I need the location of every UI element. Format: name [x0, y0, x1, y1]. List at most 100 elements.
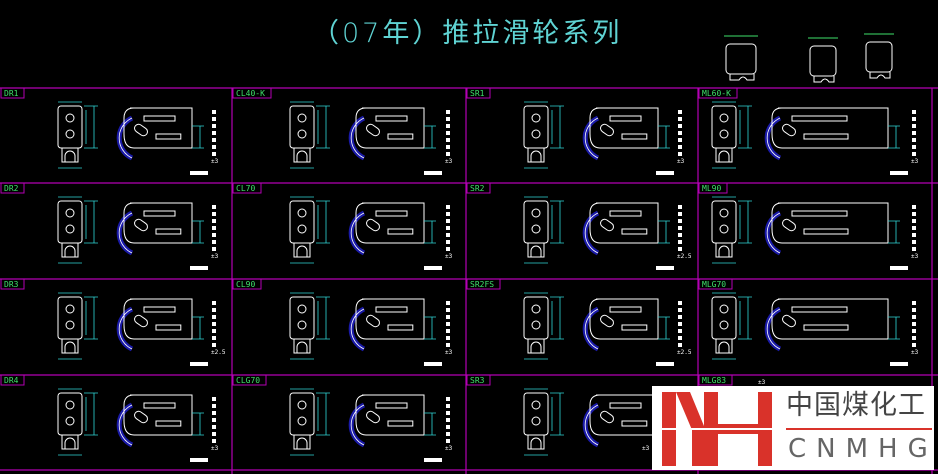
scale-tick	[912, 145, 916, 149]
adjust-cam	[782, 218, 796, 232]
scale-tick	[446, 138, 450, 142]
cell-label: DR3	[4, 280, 19, 289]
dimension-lines	[192, 125, 204, 149]
wheel-groove	[293, 339, 311, 354]
side-view-body	[355, 107, 425, 149]
adjust-cam	[134, 410, 148, 424]
mounting-hole	[297, 304, 307, 314]
scale-tick	[212, 117, 216, 121]
cell-label: CL90	[236, 280, 255, 289]
side-view-body	[123, 107, 193, 149]
profile-view-1	[724, 35, 758, 81]
scale-tick	[678, 240, 682, 244]
dimension-lines	[290, 292, 330, 360]
front-view-body	[711, 200, 737, 244]
scale-tick	[212, 404, 216, 408]
dimension-lines	[192, 220, 204, 244]
dimension-lines	[290, 196, 330, 264]
scale-tick	[212, 397, 216, 401]
scale-tick	[212, 439, 216, 443]
scale-tick	[678, 152, 682, 156]
wheel-groove	[527, 339, 545, 354]
scale-tick	[212, 432, 216, 436]
wheel-outline	[584, 212, 599, 254]
wheel-outline	[350, 404, 365, 446]
cell-label-box	[466, 87, 491, 99]
wheel-groove	[293, 243, 311, 258]
adjust-cam	[600, 123, 614, 137]
scale-tick	[678, 308, 682, 312]
side-view-body	[355, 202, 425, 244]
scale-tick	[678, 145, 682, 149]
scale-tick	[212, 145, 216, 149]
cell-clg70: CLG70±3	[232, 374, 453, 462]
wheel	[116, 115, 134, 161]
wheel-outline	[584, 308, 599, 350]
mounting-hole	[297, 224, 307, 234]
dimension-lines	[524, 196, 564, 264]
wheel-groove	[527, 148, 545, 163]
cell-label-box	[232, 278, 262, 290]
cell-label: CLG70	[236, 376, 260, 385]
dimension-lines	[424, 125, 436, 149]
scale-tick	[912, 322, 916, 326]
cell-ml90: ML90±3	[698, 182, 919, 270]
cell-dr4: DR4±3	[0, 374, 219, 462]
logo-chinese-text: 中国煤化工	[786, 390, 926, 421]
slot	[387, 324, 414, 331]
mounting-hole	[297, 400, 307, 410]
wheel	[764, 115, 782, 161]
scale-tick	[446, 439, 450, 443]
side-view-body	[355, 394, 425, 436]
tolerance-label: ±3	[911, 349, 919, 356]
scale-tick	[912, 247, 916, 251]
profile-view-3	[864, 33, 894, 79]
slot	[155, 324, 182, 331]
adjust-cam	[366, 123, 380, 137]
scale-tick	[446, 212, 450, 216]
slot	[803, 133, 849, 140]
side-view-body	[771, 202, 889, 244]
front-view-body	[523, 296, 549, 340]
scale-tick	[678, 124, 682, 128]
mounting-hole	[531, 208, 541, 218]
tolerance-label: ±3	[211, 158, 219, 165]
adjust-cam	[366, 218, 380, 232]
side-view-body	[123, 298, 193, 340]
mounting-hole	[719, 208, 729, 218]
adjust-cam	[366, 314, 380, 328]
slot	[155, 420, 182, 427]
slot	[143, 306, 176, 313]
scale-tick	[446, 432, 450, 436]
profile-view-2	[808, 37, 838, 83]
slot	[621, 228, 648, 235]
scale-tick	[446, 418, 450, 422]
dimension-lines	[658, 220, 670, 244]
cell-label-box	[0, 182, 25, 194]
cell-label-box	[232, 374, 267, 386]
scale-tick	[446, 336, 450, 340]
scale-tick	[212, 308, 216, 312]
scale-tick	[912, 226, 916, 230]
cell-sr1: SR1±3	[466, 87, 685, 175]
scale-tick	[678, 336, 682, 340]
dimension-lines	[524, 292, 564, 360]
dimension-lines	[888, 125, 900, 149]
wheel	[582, 115, 600, 161]
scale-tick	[912, 205, 916, 209]
scale-bar	[656, 171, 674, 175]
tolerance-label: ±3	[911, 158, 919, 165]
dimension-lines	[524, 101, 564, 169]
slot	[155, 228, 182, 235]
scale-tick	[678, 219, 682, 223]
wheel-outline	[350, 212, 365, 254]
cell-label: MLG70	[702, 280, 726, 289]
scale-tick	[212, 336, 216, 340]
front-view-body	[57, 105, 83, 149]
wheel	[348, 210, 366, 256]
adjust-cam	[782, 123, 796, 137]
front-view-body	[523, 392, 549, 436]
slot	[387, 133, 414, 140]
slot	[155, 133, 182, 140]
cell-label: SR1	[470, 89, 485, 98]
